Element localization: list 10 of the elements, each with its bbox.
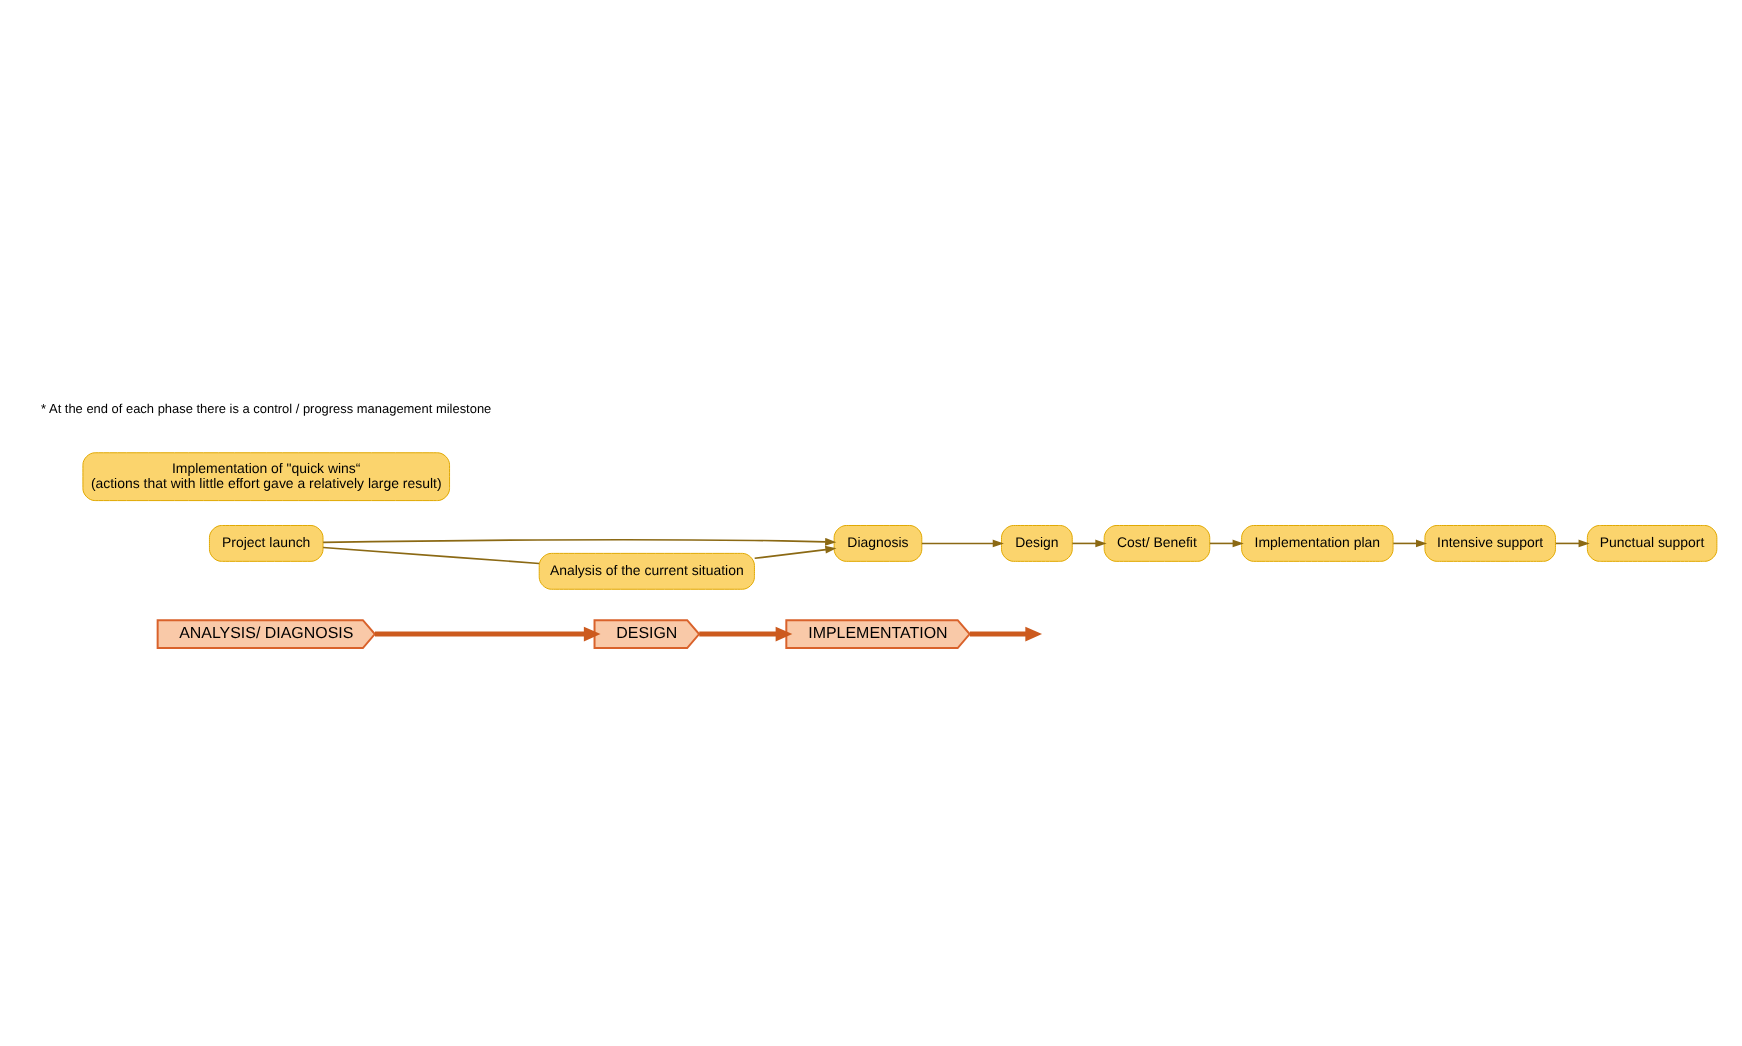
connector xyxy=(322,546,540,565)
arrow xyxy=(374,626,601,642)
arrow xyxy=(322,537,837,546)
arrow xyxy=(753,545,837,560)
arrow xyxy=(1392,539,1428,548)
arrow xyxy=(1555,539,1590,548)
arrow xyxy=(921,539,1004,548)
arrow xyxy=(699,626,793,642)
arrow xyxy=(1071,539,1107,548)
arrow xyxy=(1209,539,1244,548)
